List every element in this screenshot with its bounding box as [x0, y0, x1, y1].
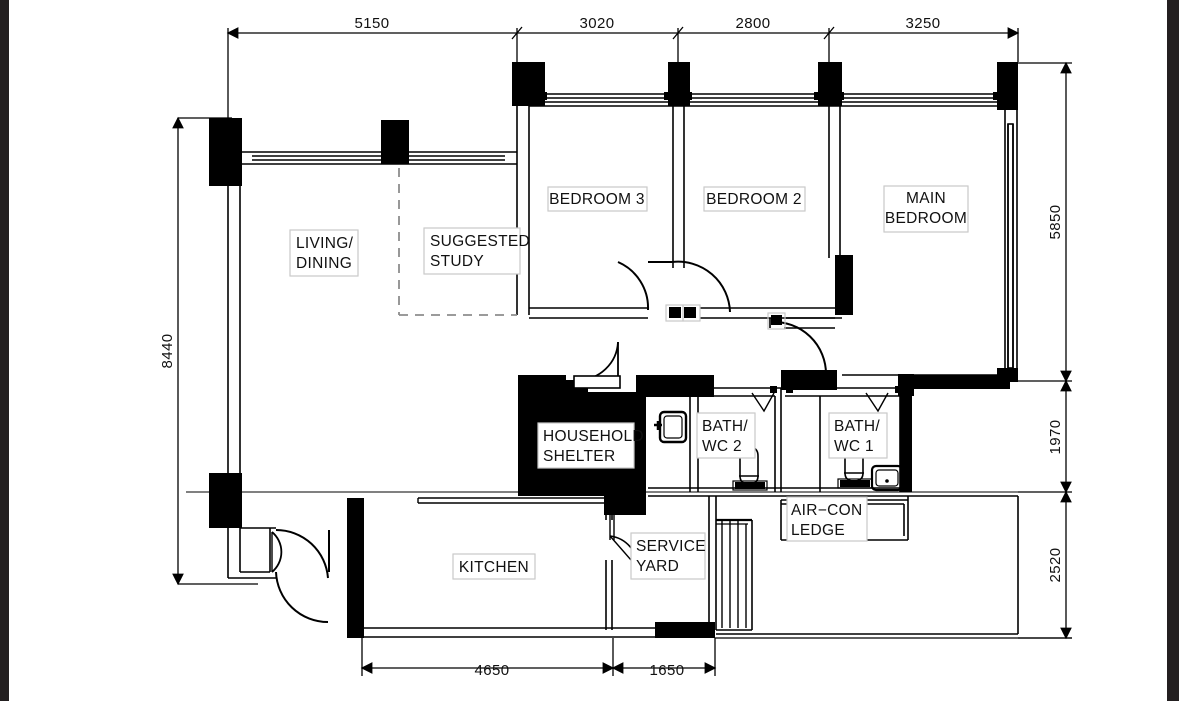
suggested-study-line-2: STUDY — [430, 253, 484, 270]
dim-top-4: 3250 — [906, 15, 941, 32]
letterbox-left-edge — [0, 0, 9, 701]
air-con-ledge-line-1: AIR−CON — [791, 502, 862, 519]
door-swing-icon-bedroom-3 — [617, 260, 731, 313]
dimension-lines — [172, 26, 1072, 676]
suggested-study-boundary — [398, 168, 517, 316]
dim-left-1: 8440 — [159, 334, 176, 369]
corridor-tick-marks — [660, 386, 902, 393]
room-label-main-bedroom: MAIN BEDROOM — [883, 185, 969, 233]
door-leaf-bedroom-3 — [665, 304, 701, 322]
room-labels-group: LIVING/ DINING SUGGESTED STUDY BEDROOM 3… — [289, 185, 969, 580]
stair-icon — [716, 518, 752, 628]
dim-right-2: 1970 — [1047, 420, 1064, 455]
household-shelter-line-1: HOUSEHOLD — [543, 428, 644, 445]
room-label-kitchen: KITCHEN — [452, 553, 536, 580]
room-label-living-dining: LIVING/ DINING — [289, 229, 359, 277]
room-label-bath-wc-2: BATH/ WC 2 — [696, 412, 756, 459]
room-label-household-shelter: HOUSEHOLD SHELTER — [537, 422, 644, 469]
room-label-air-con-ledge: AIR−CON LEDGE — [786, 496, 868, 542]
bath-wc-1-line-2: WC 1 — [834, 438, 874, 455]
fixtures-group — [271, 92, 1001, 628]
dim-bottom-2: 1650 — [650, 662, 685, 679]
dim-bottom-1: 4650 — [475, 662, 510, 679]
structural-walls — [209, 62, 1018, 638]
room-label-bedroom-2: BEDROOM 2 — [703, 186, 806, 212]
door-swing-icon-entry — [271, 528, 330, 623]
bath-wc-1-line-1: BATH/ — [834, 418, 880, 435]
vent-marks — [751, 392, 889, 413]
main-bedroom-line-1: MAIN — [906, 190, 946, 207]
dim-right-1: 5850 — [1047, 205, 1064, 240]
service-yard-line-1: SERVICE — [636, 538, 706, 555]
dim-top-2: 3020 — [580, 15, 615, 32]
room-label-service-yard: SERVICE YARD — [630, 532, 706, 580]
door-swing-icon-shelter — [573, 341, 621, 389]
bedroom-3-line-1: BEDROOM 3 — [549, 191, 645, 208]
room-label-bath-wc-1: BATH/ WC 1 — [828, 412, 888, 459]
dimension-text-group: 5150 3020 2800 3250 5850 1970 2520 8440 … — [159, 15, 1064, 679]
household-shelter-line-2: SHELTER — [543, 448, 615, 465]
door-swing-icon-main-bedroom — [767, 312, 830, 377]
shelter-opening — [609, 515, 615, 540]
kitchen-line-1: KITCHEN — [459, 559, 529, 576]
service-yard-line-2: YARD — [636, 558, 679, 575]
bath-wc-2-line-1: BATH/ — [702, 418, 748, 435]
air-con-ledge-line-2: LEDGE — [791, 522, 845, 539]
dim-top-1: 5150 — [355, 15, 390, 32]
living-dining-line-2: DINING — [296, 255, 352, 272]
dim-top-3: 2800 — [736, 15, 771, 32]
living-dining-line-1: LIVING/ — [296, 235, 354, 252]
window-tick-marks — [541, 92, 1001, 100]
bedroom-2-line-1: BEDROOM 2 — [706, 191, 802, 208]
suggested-study-line-1: SUGGESTED — [430, 233, 530, 250]
room-label-bedroom-3: BEDROOM 3 — [547, 186, 648, 212]
wash-basin-icon-wc1 — [870, 464, 904, 492]
wash-basin-icon-wc2 — [654, 410, 688, 444]
main-bedroom-line-2: BEDROOM — [885, 210, 967, 227]
dim-right-3: 2520 — [1047, 548, 1064, 583]
room-label-suggested-study: SUGGESTED STUDY — [423, 227, 530, 275]
letterbox-right-edge — [1167, 0, 1179, 701]
bath-wc-2-line-2: WC 2 — [702, 438, 742, 455]
